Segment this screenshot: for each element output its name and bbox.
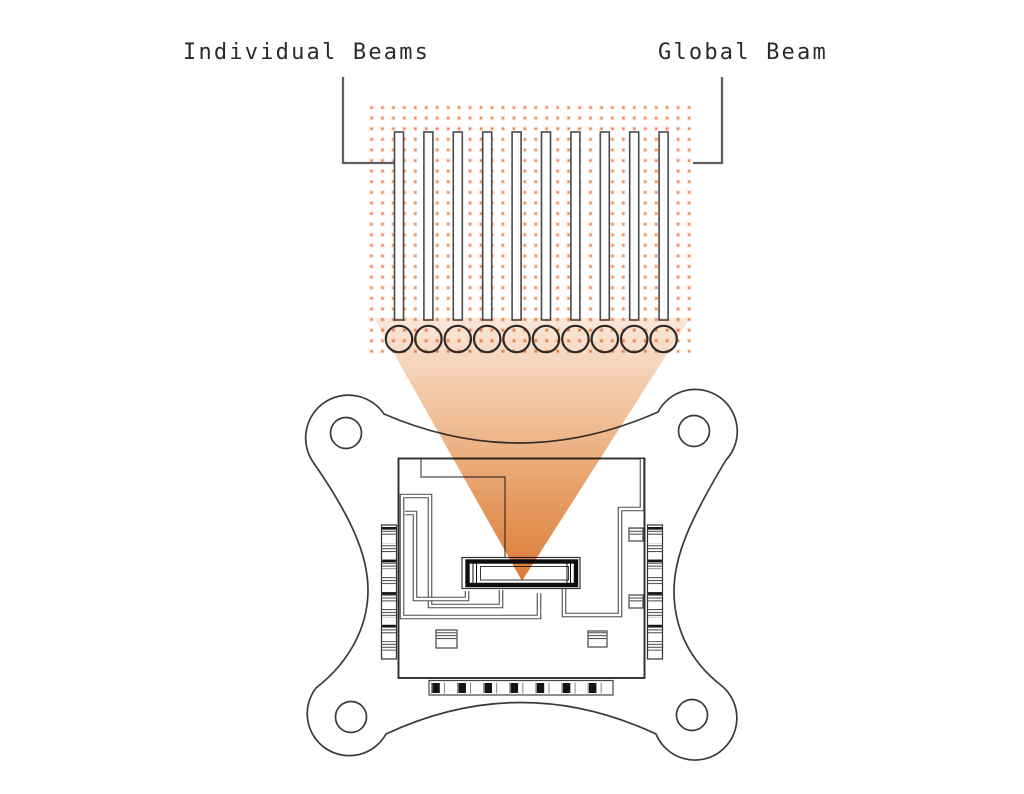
right-tab-lower-hatch [629, 595, 643, 603]
beam [481, 131, 493, 321]
beam [423, 131, 434, 321]
mounting-hole-top-right [677, 414, 711, 448]
chip-assembly [304, 388, 739, 761]
bottom-pad [588, 683, 597, 693]
connector-band-dark [382, 624, 396, 628]
connector-band [648, 608, 662, 618]
mounting-hole-bottom-left [334, 700, 368, 734]
bottom-pad [562, 683, 571, 693]
dot-grid-field [363, 99, 697, 360]
bottom-pad [432, 683, 440, 693]
bottom-pads [431, 682, 602, 694]
mounting-hole-bottom-right [675, 698, 709, 732]
connector-band-dark [648, 559, 662, 563]
beam [511, 131, 522, 321]
connector-band [648, 543, 662, 553]
connector-band [382, 624, 396, 635]
connector-band [648, 641, 662, 651]
component-right-hatch [588, 631, 607, 640]
right-tab-upper-hatch [629, 528, 643, 536]
connector-band [648, 624, 662, 635]
bottom-pad [484, 683, 492, 693]
global-beam-label: Global Beam [658, 40, 828, 65]
illumination-cone [374, 318, 690, 581]
individual-beams-label: Individual Beams [183, 40, 431, 65]
bottom-pad-strip [428, 679, 614, 696]
connector-band [648, 527, 662, 537]
connector-band [382, 608, 396, 618]
connector-band [382, 527, 396, 537]
beam [570, 131, 581, 321]
global-beam-bracket [693, 77, 724, 165]
component-left-hatch [436, 630, 457, 640]
connector-band-dark [382, 527, 396, 530]
connector-band-dark [382, 592, 396, 595]
connector-band-dark [648, 624, 662, 628]
connector-band [382, 592, 396, 602]
connector-band [648, 592, 662, 602]
beam [628, 131, 640, 321]
connector-band-dark [648, 592, 662, 595]
mounting-hole-top-left [329, 416, 363, 450]
pcb-traces [399, 459, 645, 620]
beam [658, 131, 669, 321]
connector-band [648, 559, 662, 570]
beam [452, 131, 464, 321]
bottom-pad [510, 683, 519, 693]
bottom-pad [536, 683, 545, 693]
connector-band [382, 543, 396, 553]
beam [540, 131, 552, 321]
connector-hatch-bands [382, 527, 662, 651]
connector-band-dark [648, 527, 662, 530]
connector-band-dark [382, 559, 396, 563]
connector-band [382, 641, 396, 651]
bottom-pad [458, 683, 466, 693]
beam [393, 131, 405, 321]
connector-band [382, 559, 396, 570]
connector-band [648, 575, 662, 586]
individual-beams-bracket [341, 77, 394, 165]
connector-band [382, 575, 396, 586]
beam [599, 131, 611, 321]
